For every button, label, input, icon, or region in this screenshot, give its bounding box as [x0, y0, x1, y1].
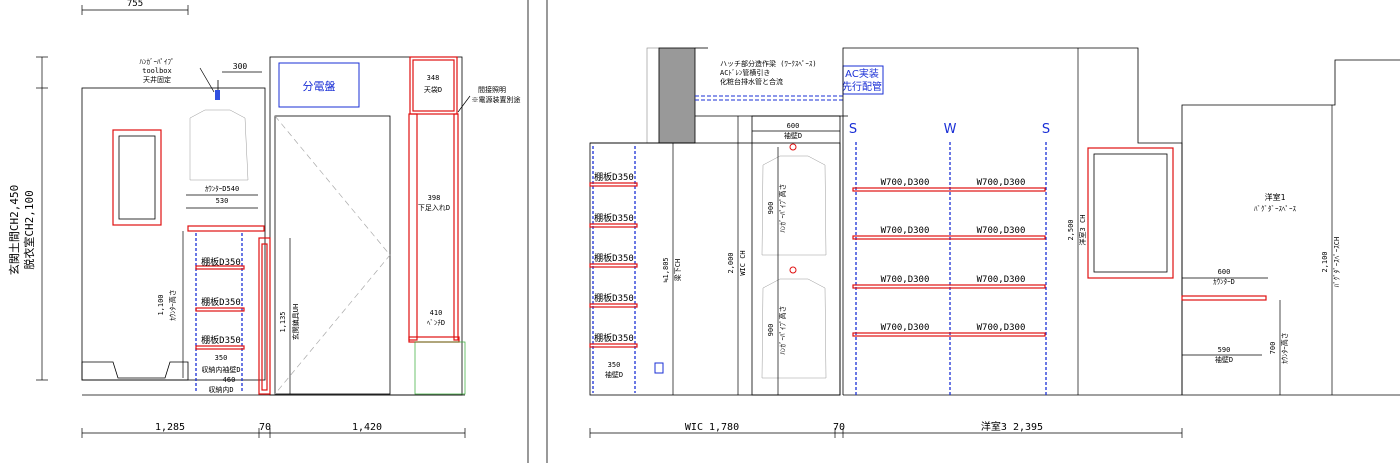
top-storage-dim: 348	[427, 74, 440, 82]
genkan-height-label: 玄関鎮具UH	[291, 304, 300, 340]
sws-s-2: S	[1042, 122, 1050, 137]
shelf-row-2-b: W700,D300	[977, 226, 1026, 236]
beam-under-label: 梁下CH	[673, 259, 682, 281]
hanger-note-2: toolbox	[142, 67, 172, 75]
bottom-dim-3: 1,420	[352, 422, 382, 433]
room1-ch-dim: 2,100	[1321, 251, 1329, 272]
inner-label: 収納内D	[208, 385, 233, 394]
pipe-label-1: ﾊﾝｶﾞｰﾊﾟｲﾌﾟ高さ	[778, 184, 787, 233]
room1-label: 洋室1	[1265, 192, 1286, 202]
hanger-note-1: ﾊﾝｶﾞｰﾊﾟｲﾌﾟ	[140, 58, 175, 66]
beam-note-1: ハッチ部分造作梁 (ﾜｰｸｽﾍﾟｰｽ)	[720, 59, 817, 68]
sleeve590-dim: 590	[1218, 346, 1231, 354]
shelf-row-2-a: W700,D300	[881, 226, 930, 236]
top-dim-label: 755	[127, 0, 143, 9]
dim-600-label: 袖壁D	[784, 131, 802, 140]
shelf-row-1-b: W700,D300	[977, 178, 1026, 188]
entrance-ch-label: 玄関土間CH2,450	[7, 185, 21, 275]
room1-ch-label: ﾊﾞｸﾞﾀﾞｰｽﾍﾟｰｽCH	[1333, 237, 1341, 287]
bottom-dim-room3: 洋室3 2,395	[981, 420, 1043, 433]
wic-shelf-2: 棚板D350	[594, 212, 634, 224]
wic-sleeve-dim: 350	[608, 361, 621, 369]
bottom-dim-wic: WIC 1,780	[685, 422, 739, 433]
shelf-label-3: 棚板D350	[201, 334, 241, 346]
sws-s-1: S	[849, 122, 857, 137]
top-storage-label: 天袋D	[424, 85, 442, 94]
sleeve-dim: 350	[215, 354, 228, 362]
inner-dim: 460	[223, 376, 236, 384]
dressing-ch-label: 脱衣室CH2,100	[22, 190, 36, 269]
shelf-label-1: 棚板D350	[201, 256, 241, 268]
light-note-2: ※電源装置別途	[472, 95, 521, 104]
counter-height-label: ｶｳﾝﾀｰ高さ	[168, 289, 177, 321]
distribution-panel: 分電盤	[303, 80, 336, 93]
shelf-row-3-b: W700,D300	[977, 275, 1026, 285]
counter-height-dim: 1,100	[157, 294, 165, 315]
left-elevation: 755 玄関土間CH2,450 脱衣室CH2,100 ﾊﾝｶﾞｰﾊﾟｲﾌﾟ to…	[7, 0, 521, 438]
foot-storage-label: 下足入れD	[418, 204, 450, 212]
counter-depth-1: ｶｳﾝﾀｰD540	[205, 185, 239, 193]
room3-ch-dim: 2,500	[1067, 219, 1075, 240]
genkan-height-dim: 1,135	[279, 311, 287, 332]
dim-600: 600	[787, 122, 800, 130]
room3-ch-label: 洋室3 CH	[1078, 215, 1087, 246]
foot-storage-dim: 398	[428, 194, 441, 202]
sleeve-label: 収納内袖壁D	[201, 365, 240, 374]
wic-ch-label: WIC CH	[739, 250, 747, 275]
sws-w: W	[944, 122, 957, 137]
wic-shelf-4: 棚板D350	[594, 292, 634, 304]
pipe-dim-2: 900	[767, 324, 775, 337]
hanger-note-3: 天井固定	[143, 75, 171, 84]
bottom-dim-2: 70	[259, 422, 271, 433]
wic-ch-dim: 2,000	[727, 252, 735, 273]
bottom-dim-1: 1,285	[155, 422, 185, 433]
shelf-label-2: 棚板D350	[201, 296, 241, 308]
bench-label: ﾍﾞﾝﾁD	[427, 319, 445, 327]
beam-note-2: ACﾄﾞﾚﾝ管横引き	[720, 68, 770, 77]
wic-shelf-5: 棚板D350	[594, 332, 634, 344]
sleeve590-label: 袖壁D	[1215, 355, 1233, 364]
light-note-1: 間接照明	[478, 85, 506, 94]
right-elevation: ハッチ部分造作梁 (ﾜｰｸｽﾍﾟｰｽ) ACﾄﾞﾚﾝ管横引き 化粧台排水管と合流…	[589, 47, 1400, 438]
pipe-label-2: ﾊﾝｶﾞｰﾊﾟｲﾌﾟ高さ	[778, 306, 787, 355]
counter-h-dim: 700	[1269, 342, 1277, 355]
counter-label: ｶｳﾝﾀｰD	[1213, 278, 1235, 286]
beam-note-3: 化粧台排水管と合流	[720, 77, 783, 86]
ac-note-1: AC実装	[845, 67, 879, 80]
wic-shelf-3: 棚板D350	[594, 252, 634, 264]
wic-shelf-1: 棚板D350	[594, 171, 634, 183]
shelf-row-4-b: W700,D300	[977, 323, 1026, 333]
pipe-dim-1: 900	[767, 202, 775, 215]
dim-300: 300	[233, 62, 248, 71]
counter-depth-2: 530	[216, 197, 229, 205]
bench-dim: 410	[430, 309, 443, 317]
bottom-dim-70: 70	[833, 422, 845, 433]
beam-under-dim: ≒1,805	[662, 257, 670, 282]
shelf-row-1-a: W700,D300	[881, 178, 930, 188]
counter-dim: 600	[1218, 268, 1231, 276]
shelf-row-4-a: W700,D300	[881, 323, 930, 333]
ac-note-2: 先行配管	[842, 80, 882, 93]
shelf-row-3-a: W700,D300	[881, 275, 930, 285]
room1-sub: ﾊﾞｸﾞﾀﾞｰｽﾍﾟｰｽ	[1254, 205, 1296, 213]
wic-sleeve-label: 袖壁D	[605, 370, 623, 379]
counter-h-label: ｶｳﾝﾀｰ高さ	[1280, 332, 1289, 364]
